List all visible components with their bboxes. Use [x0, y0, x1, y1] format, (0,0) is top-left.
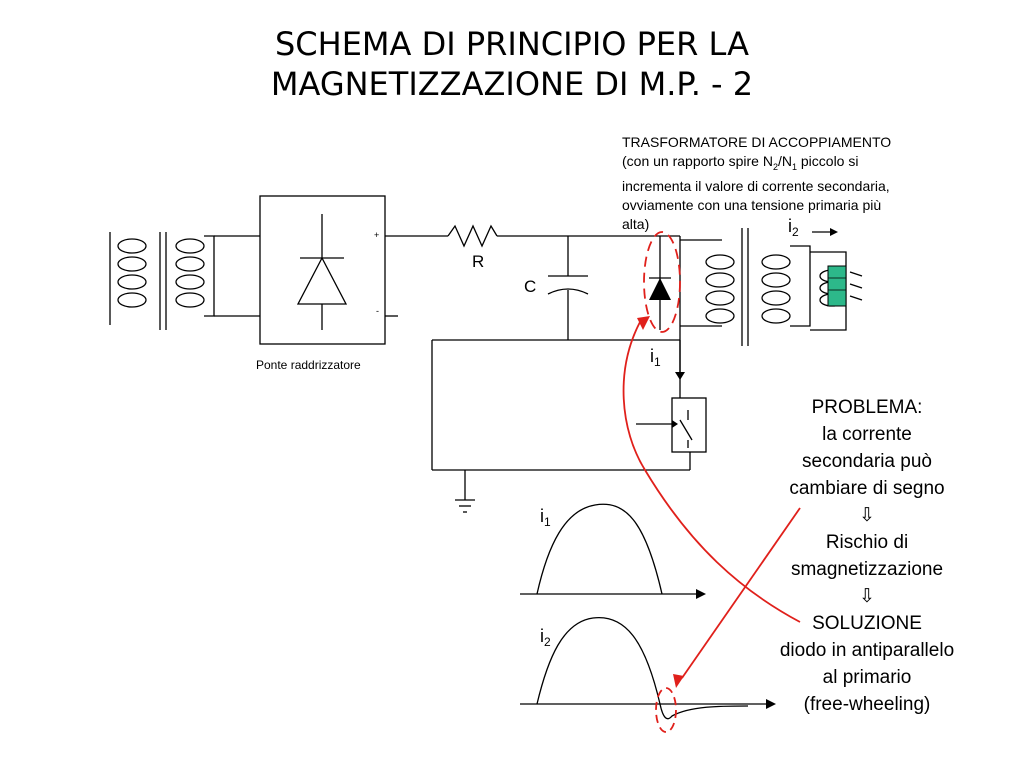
title-line-2: MAGNETIZZAZIONE DI M.P. - 2: [270, 65, 754, 103]
minus-label: -: [376, 306, 379, 316]
plus-label: +: [374, 230, 379, 240]
note-line-2-c: piccolo si: [797, 153, 859, 169]
output-transformer: [679, 228, 847, 346]
switch-symbol: [636, 397, 707, 453]
note-line-2-b: /N: [777, 153, 792, 169]
slide-title: SCHEMA DI PRINCIPIO PER LA MAGNETIZZAZIO…: [112, 24, 912, 104]
i2-label-graph: i2: [540, 626, 551, 649]
capacitor-label: C: [524, 277, 536, 296]
note-line-4: ovviamente con una tensione primaria più: [622, 196, 882, 213]
note-sub-n2: 2: [772, 161, 778, 172]
i2-label-circuit: i2: [788, 216, 799, 239]
problem-line-2: secondaria può: [802, 451, 932, 472]
negative-current-highlight: [655, 687, 677, 733]
note-line-1: TRASFORMATORE DI ACCOPPIAMENTO: [622, 134, 892, 150]
solution-title: SOLUZIONE: [812, 613, 922, 634]
note-sub-n1: 1: [791, 161, 797, 172]
problem-line-1: la corrente: [822, 424, 912, 445]
solution-pointer-line: [622, 321, 801, 623]
note-line-2: (con un rapporto spire N2/N1 piccolo si: [622, 152, 982, 177]
risk-line-2: smagnetizzazione: [790, 559, 944, 580]
i1-waveform: [536, 503, 663, 595]
rectifier-bridge: [259, 195, 386, 345]
problem-block: PROBLEMA: la corrente secondaria può cam…: [752, 394, 982, 718]
input-transformer: [109, 232, 260, 330]
ground-symbol: [455, 499, 475, 513]
problem-line-3: cambiare di segno: [789, 478, 945, 499]
magnet-block: [827, 265, 847, 307]
note-line-3: incrementa il valore di corrente seconda…: [622, 177, 890, 194]
solution-line-1: diodo in antiparallelo: [779, 640, 955, 661]
resistor-symbol: [447, 224, 498, 248]
solution-line-3: (free-wheeling): [803, 694, 931, 715]
problem-pointer-line: [681, 507, 801, 679]
transformer-note: TRASFORMATORE DI ACCOPPIAMENTO (con un r…: [622, 133, 982, 234]
risk-line-1: Rischio di: [825, 532, 909, 553]
note-line-5: alta): [622, 215, 650, 232]
bridge-label: Ponte raddrizzatore: [256, 358, 361, 372]
down-arrow-icon: ⇩: [859, 505, 875, 526]
i1-label-graph: i1: [540, 506, 551, 529]
down-arrow-icon: ⇩: [859, 586, 875, 607]
i1-label-circuit: i1: [650, 346, 661, 369]
capacitor-symbol: [547, 236, 680, 341]
problem-title: PROBLEMA:: [811, 397, 923, 418]
solution-line-2: al primario: [822, 667, 912, 688]
resistor-label: R: [472, 252, 484, 271]
note-line-2-a: (con un rapporto spire N: [622, 153, 773, 169]
i2-waveform: [536, 616, 749, 720]
title-line-1: SCHEMA DI PRINCIPIO PER LA: [274, 25, 749, 63]
diode-triangle: [649, 278, 671, 300]
diode-highlight: [643, 231, 681, 333]
